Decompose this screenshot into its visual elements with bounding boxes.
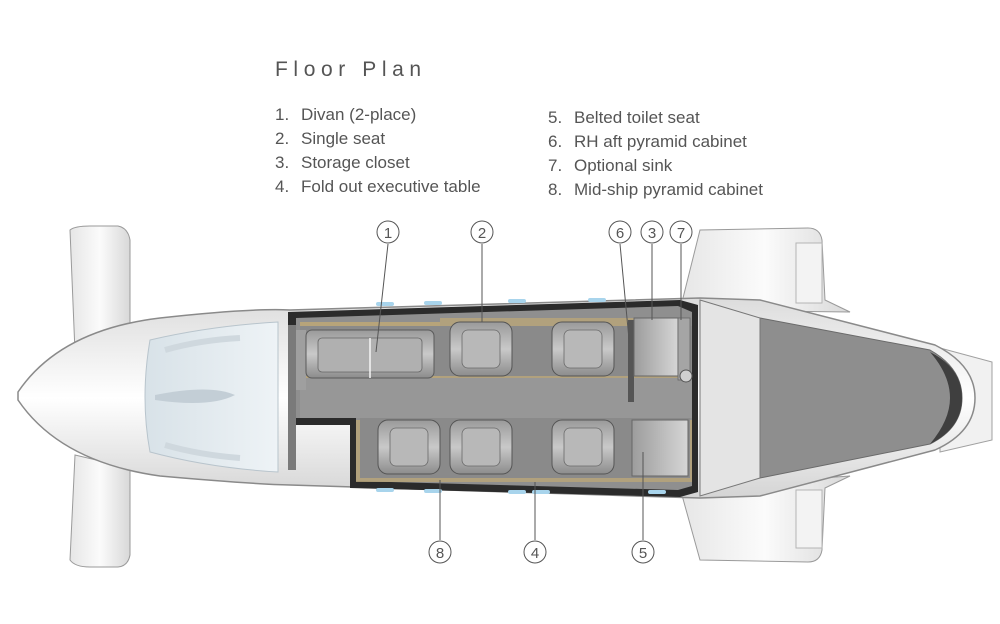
- legend-right: 5.Belted toilet seat 6.RH aft pyramid ca…: [548, 106, 763, 202]
- divan: [305, 329, 435, 379]
- callout-3: 3: [640, 220, 664, 244]
- legend-left: 1.Divan (2-place) 2.Single seat 3.Storag…: [275, 103, 481, 199]
- legend-item-single-seat: 2.Single seat: [275, 129, 386, 148]
- canard-bottom: [69, 454, 131, 568]
- leader-lines: [375, 243, 682, 540]
- seat-front-left-b: [449, 419, 513, 475]
- seat-front-right: [449, 321, 513, 377]
- callout-6: 6: [608, 220, 632, 244]
- windows-top: [376, 298, 606, 306]
- svg-text:8: 8: [436, 545, 444, 562]
- callout-2: 2: [470, 220, 494, 244]
- windows-bottom: [376, 488, 666, 494]
- svg-text:6: 6: [616, 225, 624, 242]
- legend-item-divan: 1.Divan (2-place): [275, 105, 417, 124]
- svg-text:5: 5: [639, 545, 647, 562]
- legend-item-aft-cabinet: 6.RH aft pyramid cabinet: [548, 132, 747, 151]
- legend-item-executive-table: 4.Fold out executive table: [275, 177, 481, 196]
- seat-front-left-a: [377, 419, 441, 475]
- callout-1: 1: [376, 220, 400, 244]
- canard-top: [69, 225, 131, 353]
- rh-aft-pyramid-cabinet: [628, 320, 634, 402]
- optional-sink: [677, 317, 693, 383]
- svg-text:7: 7: [677, 225, 685, 242]
- legend-item-storage-closet: 3.Storage closet: [275, 153, 410, 172]
- page-title: Floor Plan: [275, 58, 427, 81]
- wing-top: [679, 227, 851, 313]
- belted-toilet-seat: [631, 419, 689, 477]
- seat-aft-right: [551, 321, 615, 377]
- svg-text:1: 1: [384, 225, 392, 242]
- legend-item-midship-cabinet: 8.Mid-ship pyramid cabinet: [548, 180, 763, 199]
- callout-5: 5: [631, 540, 655, 564]
- callout-7: 7: [669, 220, 693, 244]
- cockpit-bulkhead: [288, 325, 306, 470]
- svg-text:3: 3: [648, 225, 656, 242]
- svg-text:2: 2: [478, 225, 486, 242]
- seat-aft-left: [551, 419, 615, 475]
- cockpit-windshield: [144, 321, 279, 473]
- callout-8: 8: [428, 540, 452, 564]
- legend-item-optional-sink: 7.Optional sink: [548, 156, 673, 175]
- callout-4: 4: [523, 540, 547, 564]
- storage-closet: [633, 317, 679, 377]
- legend-item-toilet-seat: 5.Belted toilet seat: [548, 108, 700, 127]
- svg-text:4: 4: [531, 545, 539, 562]
